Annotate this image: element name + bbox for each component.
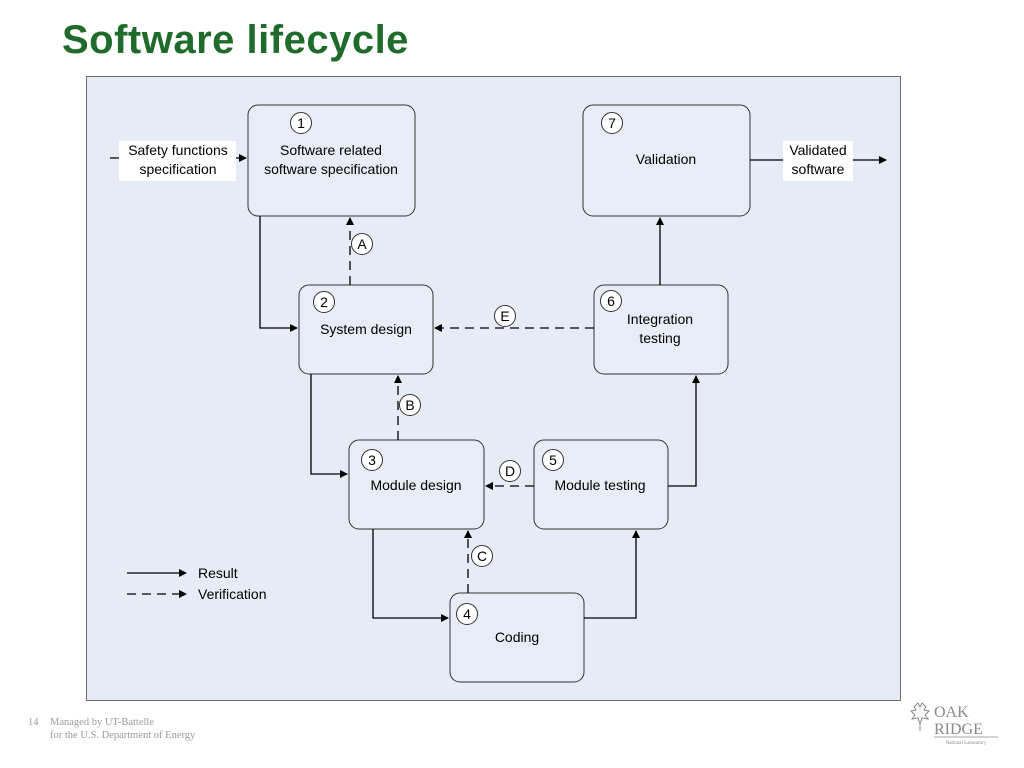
box-7-label: Validation (636, 151, 696, 167)
result-arrow-1-to-2 (259, 216, 298, 332)
step-number-1 (290, 112, 312, 134)
box-system-design: 2 System design (298, 284, 434, 375)
output-arrow: Validated software (750, 141, 887, 181)
legend: Result Verification (127, 565, 266, 602)
step-number-3-text: 3 (368, 452, 376, 468)
box-integration-testing: 6 Integration testing (593, 284, 729, 375)
box-1-label-line1: Software related (280, 142, 382, 158)
leaf-icon (909, 702, 931, 731)
step-number-5-text: 5 (549, 452, 557, 468)
box-software-specification: 1 Software related software specificatio… (247, 104, 416, 217)
footer-line1: Managed by UT-Battelle (50, 717, 155, 728)
step-number-3 (361, 449, 383, 471)
legend-result-label: Result (198, 565, 238, 581)
box-3-label: Module design (370, 477, 461, 493)
box-1-label-line2: software specification (264, 161, 398, 177)
marker-d: D (499, 460, 521, 482)
output-label-line2: software (792, 161, 845, 177)
step-number-2-text: 2 (320, 294, 328, 310)
box-module-testing: 5 Module testing (533, 439, 669, 530)
result-arrow-4-to-5 (584, 530, 640, 619)
box-5-label: Module testing (554, 477, 645, 493)
marker-a: A (351, 233, 373, 255)
box-2-label: System design (320, 321, 412, 337)
svg-text:D: D (505, 463, 515, 479)
step-number-6 (600, 290, 622, 312)
input-arrow: Safety functions specification (110, 141, 247, 181)
box-validation: 7 Validation (582, 104, 751, 217)
step-number-4 (456, 603, 478, 625)
output-label-line1: Validated (789, 142, 846, 158)
step-number-4-text: 4 (463, 606, 471, 622)
step-number-2 (313, 291, 335, 313)
box-6-label-line1: Integration (627, 311, 693, 327)
step-number-7 (601, 112, 623, 134)
step-number-1-text: 1 (297, 115, 305, 131)
step-number-6-text: 6 (607, 293, 615, 309)
step-number-5 (542, 449, 564, 471)
box-4-label: Coding (495, 629, 539, 645)
marker-b: B (399, 394, 421, 416)
result-arrow-2-to-3 (310, 374, 348, 478)
logo-oak: OAK (934, 704, 969, 721)
step-number-7-text: 7 (608, 115, 616, 131)
result-arrow-3-to-4 (372, 529, 449, 622)
svg-text:B: B (405, 397, 414, 413)
svg-text:C: C (477, 548, 487, 564)
svg-text:A: A (357, 236, 367, 252)
logo-national-laboratory: National Laboratory (946, 741, 987, 746)
legend-verification-label: Verification (198, 586, 266, 602)
box-6-label-line2: testing (639, 330, 680, 346)
box-coding: 4 Coding (449, 592, 585, 683)
marker-c: C (471, 545, 493, 567)
footer-line2: for the U.S. Department of Energy (50, 730, 196, 741)
slide-title: Software lifecycle (62, 18, 409, 62)
box-module-design: 3 Module design (348, 439, 485, 530)
svg-text:E: E (500, 308, 509, 324)
oak-ridge-logo: OAK RIDGE National Laboratory (909, 702, 998, 746)
result-arrow-5-to-6 (668, 375, 700, 487)
logo-ridge: RIDGE (934, 721, 983, 738)
input-label-line2: specification (139, 161, 216, 177)
input-label-line1: Safety functions (128, 142, 228, 158)
marker-e: E (494, 305, 516, 327)
page-number: 14 (28, 717, 39, 728)
